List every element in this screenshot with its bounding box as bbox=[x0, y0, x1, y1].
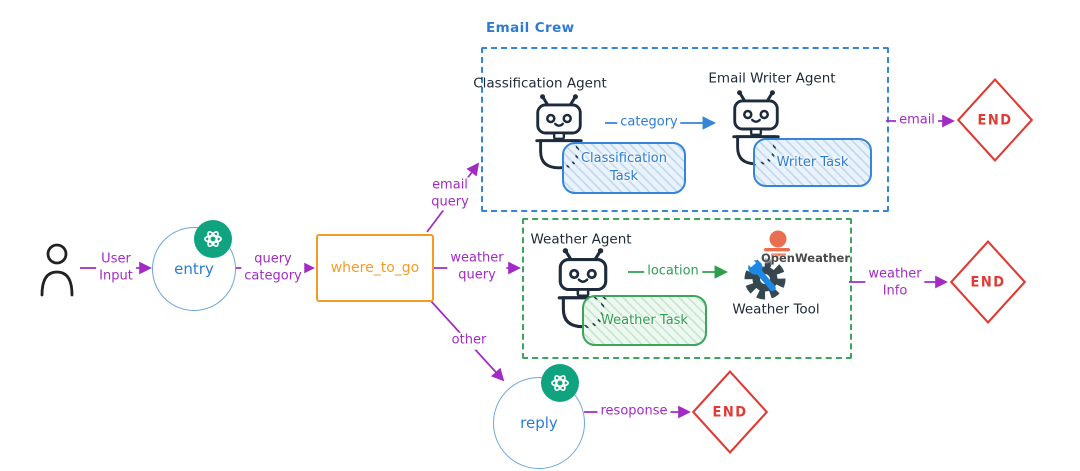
openai-badge-reply bbox=[541, 364, 579, 402]
edge-label-weather-query: weather query bbox=[447, 250, 507, 284]
weather-tool-label: Weather Tool bbox=[732, 301, 820, 318]
weather-crew-group bbox=[522, 218, 852, 359]
gear-wrench-icon bbox=[744, 256, 786, 300]
edge-label-user-input: User Input bbox=[96, 251, 136, 285]
end-node-email: END bbox=[956, 77, 1034, 163]
weather-task-box: Weather Task bbox=[582, 295, 707, 346]
writer-task-box: Writer Task bbox=[753, 138, 872, 187]
edge-label-query-category: query category bbox=[241, 251, 305, 285]
end-label: END bbox=[712, 403, 748, 421]
edge-label-category: category bbox=[617, 114, 681, 132]
openweather-brand-label: OpenWeather bbox=[761, 251, 850, 265]
weather-agent-name: Weather Agent bbox=[530, 231, 632, 248]
openai-logo-icon bbox=[196, 222, 230, 256]
classification-agent-name: Classification Agent bbox=[473, 75, 607, 92]
reply-node-label: reply bbox=[520, 414, 558, 432]
classification-task-box: Classification Task bbox=[562, 142, 686, 194]
openweather-sun-icon bbox=[764, 230, 790, 257]
end-label: END bbox=[970, 273, 1006, 291]
edge-label-resoponse: resoponse bbox=[597, 403, 671, 421]
edge-label-email: email bbox=[896, 112, 938, 130]
entry-node-label: entry bbox=[174, 260, 214, 278]
openai-badge-entry bbox=[194, 220, 232, 258]
edge-label-email-query: email query bbox=[428, 177, 472, 211]
end-label: END bbox=[977, 111, 1013, 129]
user-icon bbox=[40, 243, 74, 297]
edge-label-location: location bbox=[644, 263, 702, 281]
where-to-go-label: where_to_go bbox=[330, 260, 420, 276]
end-node-weather: END bbox=[949, 239, 1027, 325]
where-to-go-node: where_to_go bbox=[316, 234, 434, 302]
email-crew-title: Email Crew bbox=[486, 20, 575, 36]
edge-label-other: other bbox=[448, 332, 490, 350]
entry-node: entry bbox=[152, 227, 236, 311]
end-node-reply: END bbox=[691, 369, 769, 455]
openai-logo-icon bbox=[543, 366, 577, 400]
email-writer-agent-name: Email Writer Agent bbox=[708, 70, 836, 87]
email-crew-group bbox=[481, 47, 889, 212]
edge-label-weather-info: weather Info bbox=[865, 266, 925, 300]
reply-node: reply bbox=[493, 377, 585, 469]
